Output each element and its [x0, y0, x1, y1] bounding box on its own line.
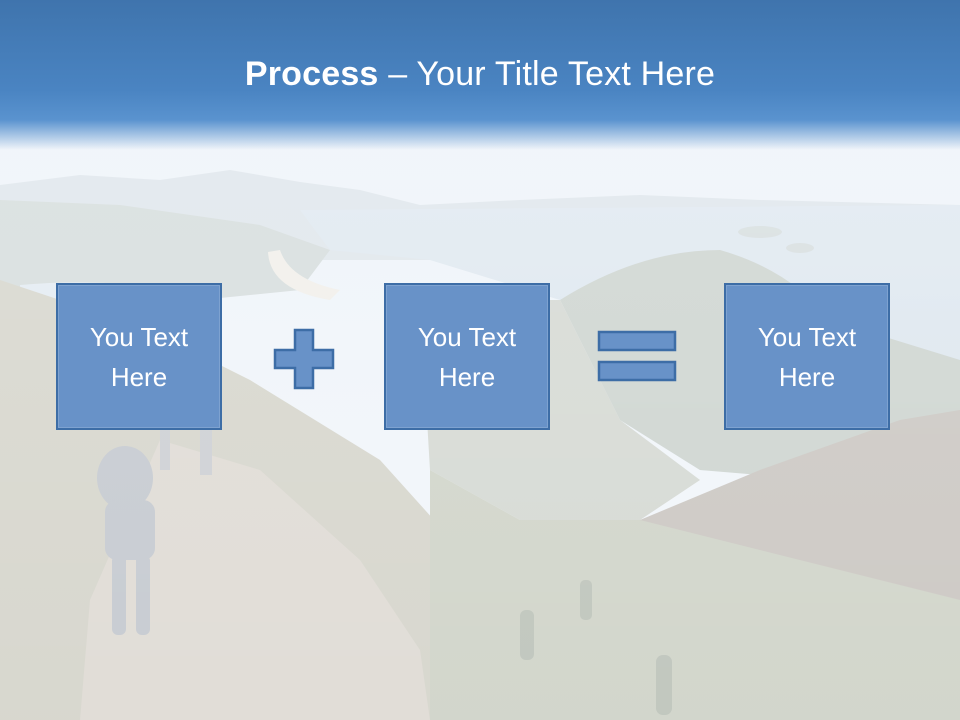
text-box-1[interactable]: You Text Here — [56, 283, 222, 430]
title-rest: – Your Title Text Here — [378, 55, 716, 93]
text-box-3[interactable]: You Text Here — [724, 283, 890, 430]
slide-title: Process – Your Title Text Here — [0, 55, 960, 94]
title-bold: Process — [244, 55, 379, 93]
plus-icon — [273, 328, 335, 390]
title-band — [0, 0, 960, 150]
text-box-2[interactable]: You Text Here — [384, 283, 550, 430]
equals-icon — [597, 330, 677, 382]
